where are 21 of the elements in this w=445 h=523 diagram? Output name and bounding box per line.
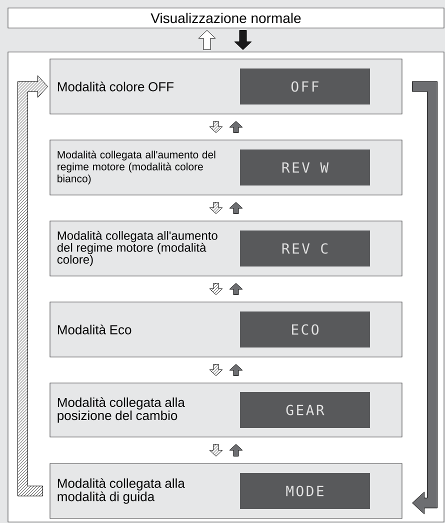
arrow xyxy=(229,283,243,295)
arrow xyxy=(412,81,438,514)
display-screen: REV W xyxy=(240,150,370,186)
arrow xyxy=(17,75,48,496)
display-screen: OFF xyxy=(240,68,370,104)
title-box: Visualizzazione normale xyxy=(8,8,444,28)
display-screen: REV C xyxy=(240,230,370,266)
arrow xyxy=(198,30,216,50)
display-screen: GEAR xyxy=(240,392,370,428)
arrow xyxy=(229,364,243,376)
arrow xyxy=(209,283,223,295)
arrow xyxy=(209,121,223,133)
arrow xyxy=(229,444,243,456)
display-screen: MODE xyxy=(240,473,370,509)
arrow xyxy=(229,202,243,214)
arrow xyxy=(234,30,252,50)
display-screen: ECO xyxy=(240,312,370,348)
arrow xyxy=(209,364,223,376)
arrow xyxy=(229,121,243,133)
arrow xyxy=(209,444,223,456)
arrow xyxy=(209,202,223,214)
